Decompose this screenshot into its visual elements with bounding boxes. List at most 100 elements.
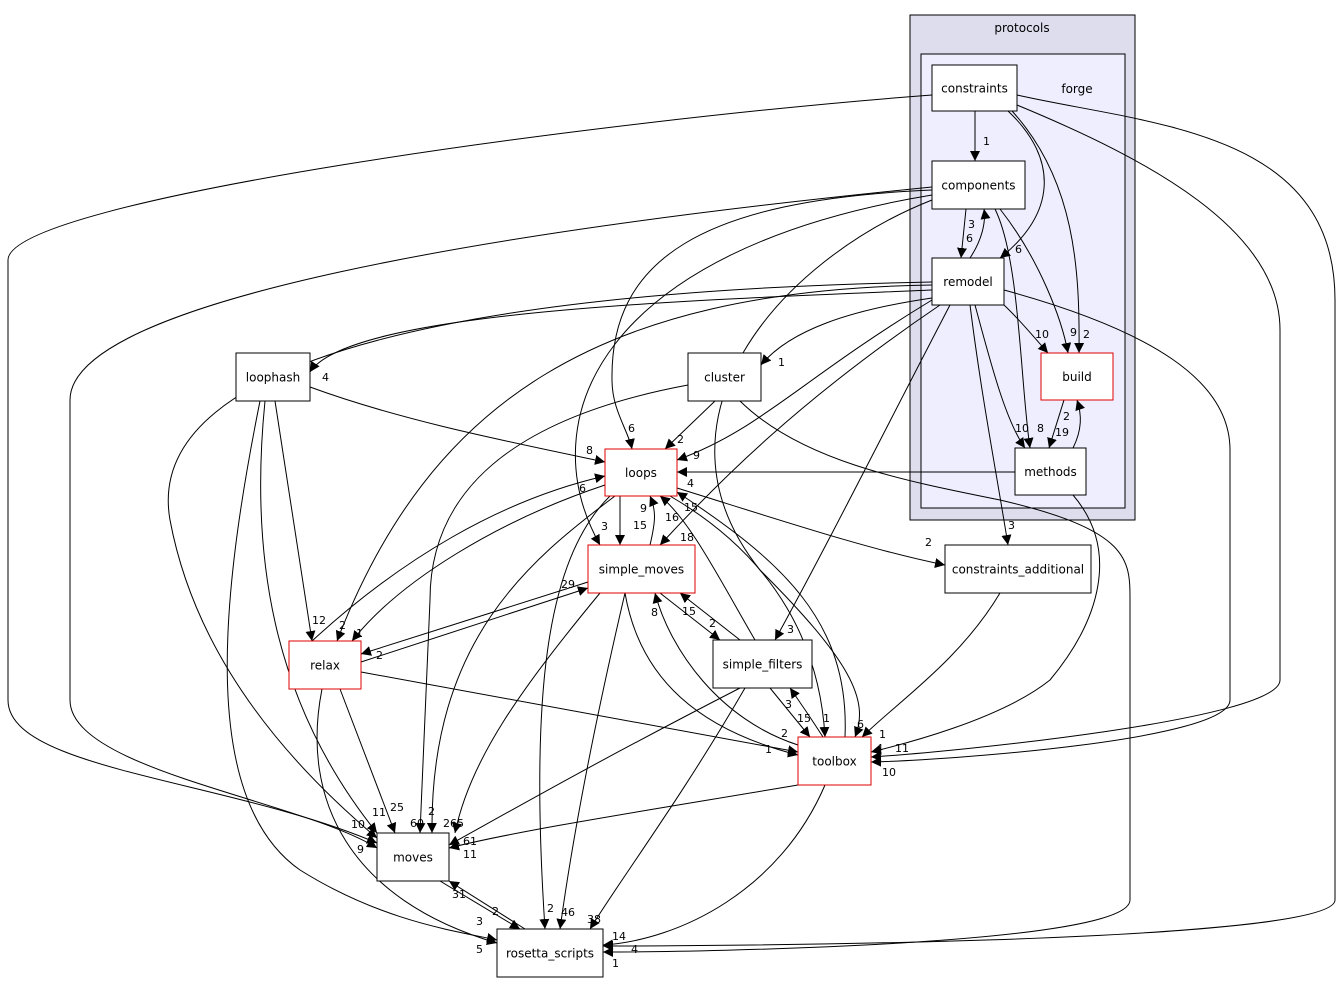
edge-remodel-to-relax[interactable]: 2 (335, 284, 933, 642)
edge-toolbox-to-rosetta_scripts[interactable]: 4 (602, 784, 826, 956)
edge-loops-to-toolbox[interactable]: 1 (669, 495, 830, 738)
edge-count-label[interactable]: 15 (797, 712, 811, 725)
edge-count-label[interactable]: 6 (1015, 243, 1022, 256)
edge-cluster-to-moves[interactable]: 60 (410, 384, 689, 834)
edge-constraints-to-moves[interactable]: 9 (7, 94, 933, 856)
edge-loophash-to-relax[interactable]: 12 (274, 400, 326, 642)
edge-count-label[interactable]: 6 (857, 718, 864, 731)
edge-relax-to-toolbox[interactable]: 1 (360, 671, 799, 756)
node-build[interactable]: build (1040, 352, 1114, 401)
edge-count-label[interactable]: 3 (787, 623, 794, 636)
edge-count-label[interactable]: 3 (1008, 519, 1015, 532)
edge-constraints-to-remodel[interactable]: 6 (999, 110, 1045, 259)
edge-count-label[interactable]: 1 (983, 135, 990, 148)
edge-count-label[interactable]: 15 (633, 519, 647, 532)
edge-methods-to-loops[interactable]: 4 (677, 467, 1015, 490)
node-relax[interactable]: relax (288, 640, 362, 690)
edge-count-label[interactable]: 12 (312, 614, 326, 627)
edge-count-label[interactable]: 31 (452, 888, 466, 901)
edge-count-label[interactable]: 11 (463, 848, 477, 861)
edge-count-label[interactable]: 4 (631, 943, 638, 956)
edge-count-label[interactable]: 8 (586, 444, 593, 457)
node-cluster[interactable]: cluster (687, 352, 762, 402)
edge-remodel-to-simple_moves[interactable]: 18 (659, 304, 941, 546)
edge-count-label[interactable]: 46 (561, 906, 575, 919)
edge-components-to-methods[interactable]: 8 (994, 208, 1044, 449)
node-moves[interactable]: moves (376, 832, 450, 882)
edge-methods-to-toolbox[interactable]: 4 (870, 494, 1101, 755)
edge-simple_filters-to-moves[interactable]: 61 (448, 687, 741, 848)
edge-count-label[interactable]: 2 (428, 805, 435, 818)
edge-count-label[interactable]: 11 (372, 806, 386, 819)
edge-simple_moves-to-rosetta_scripts[interactable]: 46 (556, 592, 626, 930)
edge-count-label[interactable]: 8 (651, 606, 658, 619)
edge-count-label[interactable]: 61 (463, 835, 477, 848)
edge-remodel-to-simple_filters[interactable]: 3 (774, 304, 951, 641)
node-simple-filters[interactable]: simple_filters (712, 639, 813, 689)
edge-count-label[interactable]: 19 (1055, 426, 1069, 439)
edge-simple_filters-to-loops[interactable]: 16 (659, 495, 756, 641)
edge-count-label[interactable]: 29 (561, 578, 575, 591)
edge-count-label[interactable]: 10 (1015, 422, 1029, 435)
edge-count-label[interactable]: 3 (785, 698, 792, 711)
edge-count-label[interactable]: 14 (612, 930, 626, 943)
edge-toolbox-to-simple_moves[interactable]: 8 (651, 592, 799, 746)
node-components[interactable]: components (931, 160, 1026, 210)
edge-count-label[interactable]: 18 (680, 531, 694, 544)
edge-count-label[interactable]: 2 (1063, 410, 1070, 423)
edge-constraints_additional-to-toolbox[interactable]: 1 (861, 592, 1001, 741)
edge-simple_moves-to-toolbox[interactable]: 2 (624, 592, 799, 758)
edge-count-label[interactable]: 2 (925, 536, 932, 549)
edge-count-label[interactable]: 9 (640, 502, 647, 515)
edge-simple_filters-to-toolbox[interactable]: 15 (769, 687, 811, 738)
edge-count-label[interactable]: 2 (1083, 328, 1090, 341)
node-toolbox[interactable]: toolbox (797, 736, 872, 786)
edge-count-label[interactable]: 9 (357, 843, 364, 856)
edge-loops-to-moves[interactable]: 2 (426, 495, 616, 834)
edge-count-label[interactable]: 3 (968, 218, 975, 231)
edge-rosetta_scripts-to-moves[interactable]: 31 (448, 880, 526, 930)
edge-simple_moves-to-simple_filters[interactable]: 2 (659, 592, 721, 641)
edge-simple_moves-to-relax[interactable]: 2 (360, 581, 589, 662)
edge-simple_filters-to-simple_moves[interactable]: 15 (679, 592, 741, 641)
edge-count-label[interactable]: 10 (351, 818, 365, 831)
edge-count-label[interactable]: 8 (1037, 422, 1044, 435)
edge-remodel-to-constraints_additional[interactable]: 3 (969, 304, 1015, 546)
edge-build-to-methods[interactable]: 19 (1047, 399, 1069, 449)
edge-count-label[interactable]: 1 (765, 743, 772, 756)
edge-count-label[interactable]: 2 (547, 902, 554, 915)
edge-count-label[interactable]: 1 (356, 627, 363, 640)
edge-count-label[interactable]: 25 (390, 801, 404, 814)
edge-count-label[interactable]: 2 (677, 433, 684, 446)
edge-simple_moves-to-loops[interactable]: 9 (640, 495, 659, 546)
edge-count-label[interactable]: 16 (665, 511, 679, 524)
edge-simple_filters-to-rosetta_scripts[interactable]: 38 (587, 687, 746, 930)
node-remodel[interactable]: remodel (931, 257, 1005, 306)
edge-count-label[interactable]: 10 (1035, 328, 1049, 341)
node-loops[interactable]: loops (604, 448, 678, 497)
edge-relax-to-moves[interactable]: 25 (339, 688, 404, 834)
edge-count-label[interactable]: 2 (709, 617, 716, 630)
edge-count-label[interactable]: 2 (781, 727, 788, 740)
edge-count-label[interactable]: 15 (682, 605, 696, 618)
edge-count-label[interactable]: 38 (587, 913, 601, 926)
edge-count-label[interactable]: 1 (823, 712, 830, 725)
edge-count-label[interactable]: 3 (476, 915, 483, 928)
edge-count-label[interactable]: 4 (876, 742, 883, 755)
edge-components-to-build[interactable]: 9 (999, 208, 1077, 354)
edge-count-label[interactable]: 1 (778, 356, 785, 369)
edge-relax-to-simple_moves[interactable]: 29 (360, 578, 589, 663)
edge-count-label[interactable]: 9 (1070, 326, 1077, 339)
edge-loops-to-constraints_additional[interactable]: 2 (676, 487, 946, 568)
edge-methods-to-build[interactable]: 2 (1063, 399, 1085, 449)
edge-loops-to-rosetta_scripts[interactable]: 2 (539, 495, 611, 930)
edge-count-label[interactable]: 5 (476, 943, 483, 956)
edge-relax-to-rosetta_scripts[interactable]: 5 (316, 688, 498, 956)
edge-count-label[interactable]: 2 (376, 649, 383, 662)
edge-toolbox-to-simple_filters[interactable]: 3 (785, 687, 824, 738)
edge-count-label[interactable]: 2 (492, 905, 499, 918)
edge-count-label[interactable]: 6 (966, 232, 973, 245)
edge-remodel-to-build[interactable]: 10 (1003, 304, 1049, 354)
edge-count-label[interactable]: 15 (684, 501, 698, 514)
edge-count-label[interactable]: 265 (443, 817, 464, 830)
